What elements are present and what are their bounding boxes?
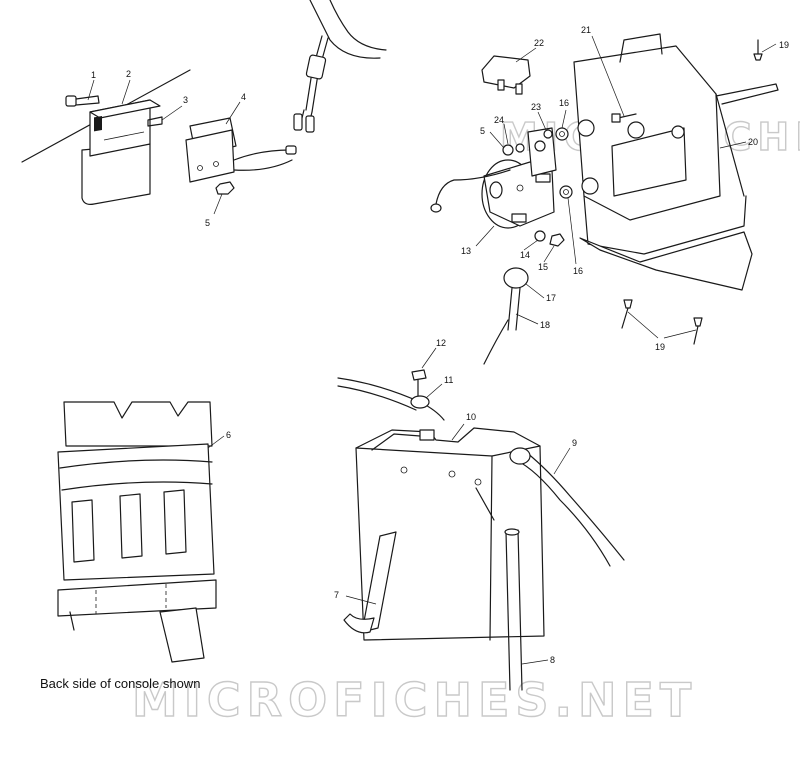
bolt-part-1 — [65, 95, 100, 107]
callout-10: 10 — [466, 412, 476, 422]
callout-3: 3 — [183, 95, 188, 105]
callout-5b: 5 — [480, 126, 485, 136]
callout-19a: 19 — [779, 40, 789, 50]
callout-6: 6 — [226, 430, 231, 440]
battery-part-10 — [337, 369, 625, 691]
caption-text: Back side of console shown — [40, 676, 201, 691]
callout-21: 21 — [581, 25, 591, 35]
callout-16a: 16 — [559, 98, 569, 108]
callout-14: 14 — [520, 250, 530, 260]
relay-part-4 — [185, 117, 297, 183]
callout-5a: 5 — [205, 218, 210, 228]
callout-7: 7 — [334, 590, 339, 600]
callout-8: 8 — [550, 655, 555, 665]
callout-12: 12 — [436, 338, 446, 348]
callout-11: 11 — [444, 375, 453, 385]
callout-9: 9 — [572, 438, 577, 448]
callout-23: 23 — [531, 102, 541, 112]
regulator-part-2 — [81, 99, 161, 205]
callout-19b: 19 — [655, 342, 665, 352]
callout-2: 2 — [126, 69, 131, 79]
callout-13: 13 — [461, 246, 471, 256]
callout-17: 17 — [546, 293, 556, 303]
terminal-cap-part-22 — [481, 55, 531, 95]
callout-18: 18 — [540, 320, 550, 330]
watermark-bottom: MICROFICHES.NET — [132, 673, 697, 727]
callout-4: 4 — [241, 92, 246, 102]
callout-1: 1 — [91, 70, 96, 80]
callout-16b: 16 — [573, 266, 583, 276]
solenoid-bracket-assembly — [430, 33, 779, 365]
callout-20: 20 — [748, 137, 758, 147]
callout-15: 15 — [538, 262, 548, 272]
battery-bracket-part-20 — [573, 33, 779, 291]
solenoid-part-13 — [430, 159, 555, 229]
callout-22: 22 — [534, 38, 544, 48]
callouts: 1 2 3 4 5 5 6 7 8 9 10 11 12 13 14 15 16… — [87, 25, 789, 665]
upper-left-assembly — [21, 0, 387, 205]
console-part-6 — [57, 401, 217, 663]
callout-24: 24 — [494, 115, 504, 125]
